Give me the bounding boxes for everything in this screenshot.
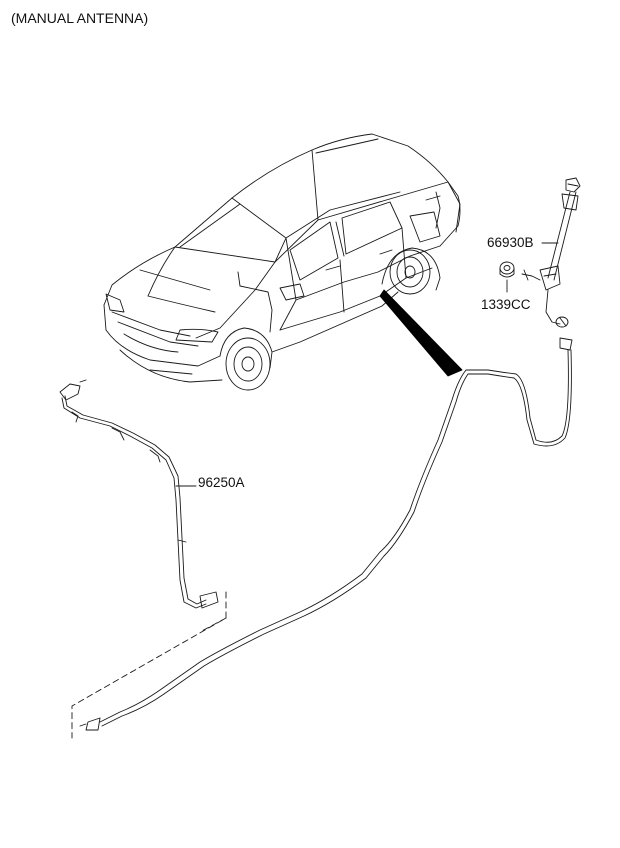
part-number-feeder-cable: 96250A bbox=[198, 475, 245, 490]
connection-outline bbox=[71, 591, 227, 739]
antenna-mast-icon bbox=[539, 177, 581, 351]
nut-icon bbox=[499, 261, 515, 278]
part-number-nut: 1339CC bbox=[481, 297, 531, 312]
feeder-cable-icon bbox=[59, 379, 219, 609]
part-number-antenna-mast: 66930B bbox=[487, 235, 534, 250]
leader-wedge bbox=[379, 289, 463, 377]
vehicle-illustration bbox=[103, 133, 461, 391]
main-cable bbox=[79, 349, 572, 731]
diagram-title: (MANUAL ANTENNA) bbox=[11, 10, 149, 26]
